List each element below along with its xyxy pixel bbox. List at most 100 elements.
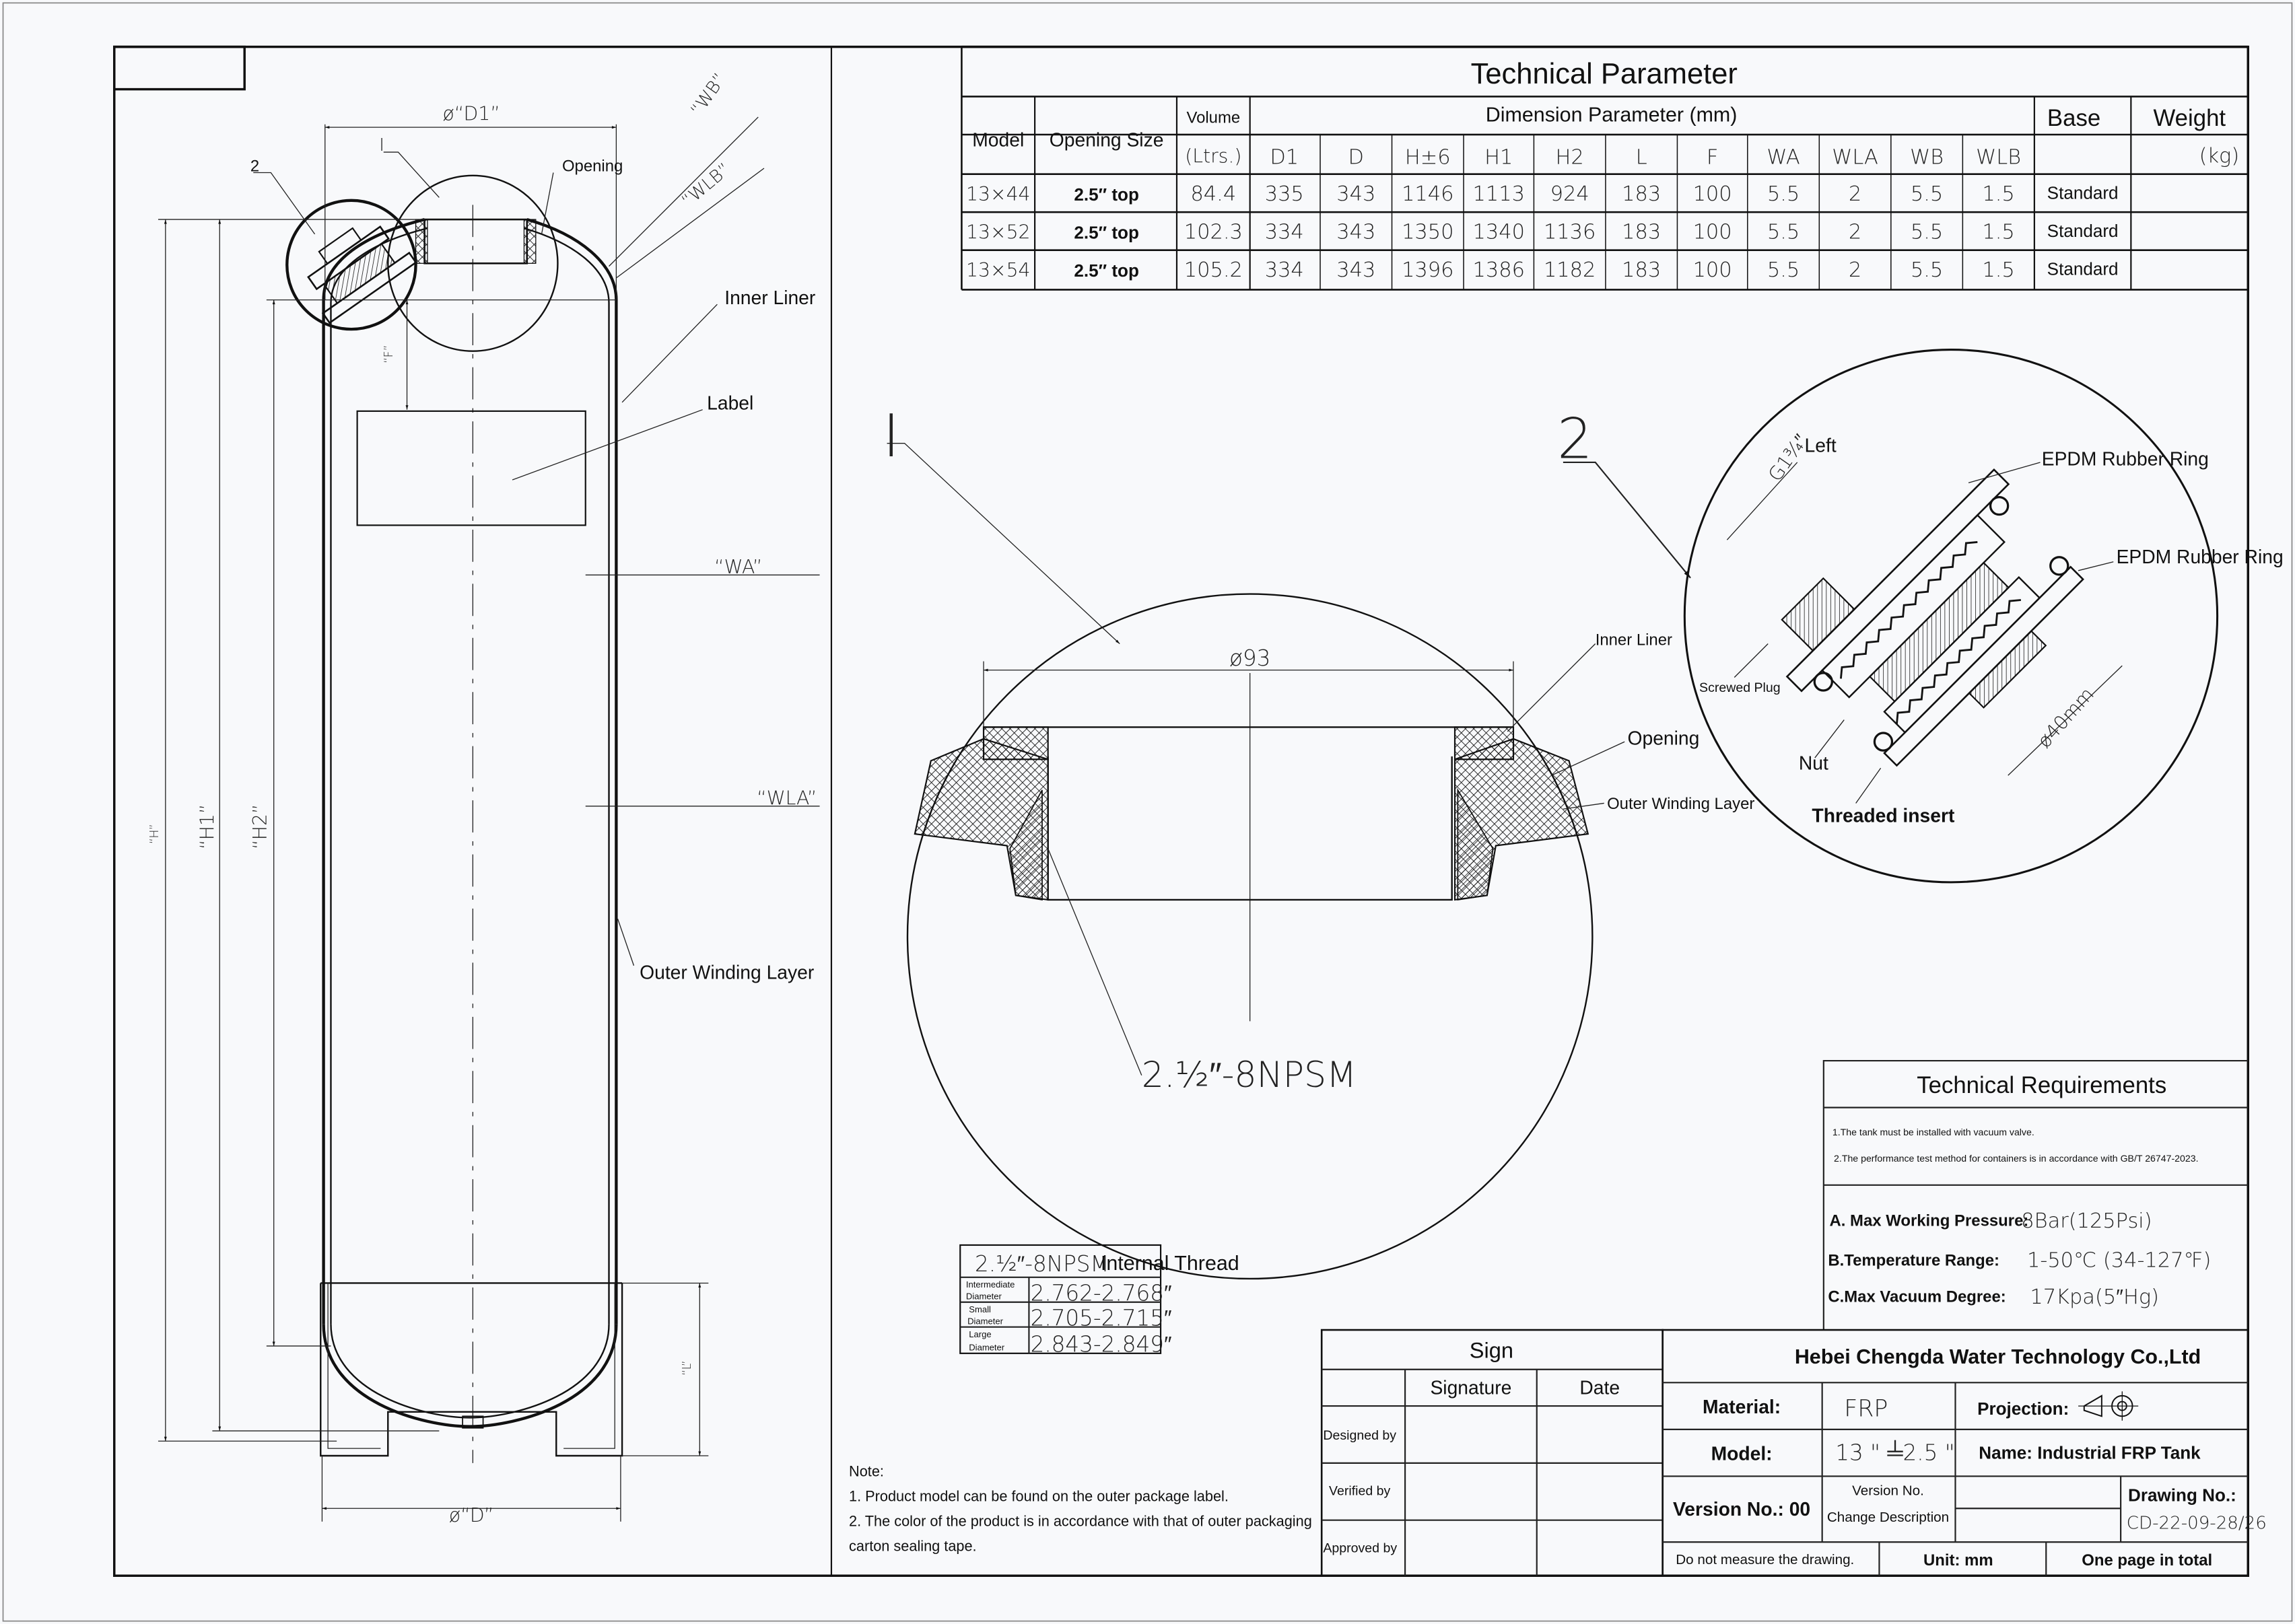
detail-1-bore: ø93	[1229, 645, 1270, 671]
detail-2-epdm-2: EPDM Rubber Ring	[2117, 546, 2284, 567]
change-description-label: Change Description	[1827, 1510, 1949, 1525]
header-weight: Weight	[2154, 106, 2226, 131]
dim-d: ø“D”	[449, 1504, 494, 1526]
header-dim-wlb: WLB	[1976, 145, 2021, 169]
tech-req-c-value: 17Kpa(5″Hg)	[2030, 1285, 2159, 1309]
detail-2-nut: Nut	[1799, 752, 1828, 773]
header-dim-d1: D1	[1270, 145, 1299, 169]
cell-model: 13×52	[966, 221, 1031, 243]
cell-dim: 1.5	[1982, 258, 2014, 282]
sign-designed-by: Designed by	[1323, 1428, 1396, 1443]
header-opening-size: Opening Size	[1050, 129, 1164, 150]
thread-row-label: Large	[969, 1329, 991, 1339]
notes-line: carton sealing tape.	[849, 1537, 977, 1554]
header-dim-wb: WB	[1910, 145, 1944, 169]
tank-label-area	[356, 410, 586, 526]
notes-line: 1. Product model can be found on the out…	[849, 1487, 1229, 1504]
detail-2-epdm-1: EPDM Rubber Ring	[2042, 448, 2209, 469]
label-inner-liner: Inner Liner	[724, 287, 815, 308]
thread-title: 2.½″-8NPSM	[975, 1251, 1109, 1277]
unit-label: Unit: mm	[1923, 1551, 1993, 1569]
tank-neck	[423, 218, 528, 264]
cell-dim: 334	[1265, 220, 1304, 244]
sign-verified-by: Verified by	[1329, 1484, 1390, 1499]
dim-d1: ø“D1”	[442, 102, 500, 125]
cell-dim: 5.5	[1911, 182, 1943, 206]
cell-dim: 1113	[1473, 182, 1525, 206]
version-label: Version No.: 00	[1673, 1498, 1810, 1520]
label-label: Label	[707, 392, 753, 414]
header-dim-h1: H1	[1484, 145, 1513, 169]
cell-dim: 1182	[1544, 258, 1596, 282]
company-name: Hebei Chengda Water Technology Co.,Ltd	[1795, 1345, 2201, 1368]
header-base: Base	[2047, 106, 2100, 131]
model-value: 13 " ╧2.5 "	[1835, 1440, 1954, 1466]
cell-dim: 183	[1622, 182, 1661, 206]
detail-1-circle	[906, 593, 1594, 1280]
cell-dim: 183	[1622, 220, 1661, 244]
cell-dim: 334	[1265, 258, 1304, 282]
detail-2-left: Left	[1805, 435, 1837, 456]
projection-symbol-icon	[2078, 1391, 2139, 1421]
cell-dim: 5.5	[1767, 220, 1800, 244]
cell-volume: 84.4	[1190, 182, 1236, 206]
dim-wla: “WLA”	[757, 787, 817, 810]
sign-signature-header: Signature	[1430, 1377, 1511, 1399]
detail-2-threaded-insert: Threaded insert	[1812, 805, 1955, 826]
tech-req-a-label: A. Max Working Pressure:	[1830, 1212, 2029, 1230]
detail-1-view	[887, 443, 1625, 1280]
cell-dim: 2	[1849, 182, 1861, 206]
tech-req-b-value: 1-50℃ (34-127℉)	[2027, 1249, 2211, 1273]
sign-title: Sign	[1470, 1337, 1513, 1362]
marker-1: I	[379, 135, 384, 155]
dim-wb: “WB”	[687, 69, 730, 119]
thread-row-label: Diameter	[969, 1342, 1005, 1352]
cell-dim: 2	[1849, 220, 1861, 244]
product-name: Name: Industrial FRP Tank	[1979, 1442, 2201, 1462]
cell-base: Standard	[2047, 183, 2119, 203]
cell-dim: 2	[1849, 258, 1861, 282]
thread-row-label: Small	[969, 1304, 991, 1314]
cell-volume: 102.3	[1184, 220, 1243, 244]
cell-dim: 5.5	[1911, 258, 1943, 282]
projection-label: Projection:	[1977, 1399, 2069, 1419]
tech-req-title: Technical Requirements	[1917, 1073, 2166, 1098]
table-title: Technical Parameter	[1471, 58, 1738, 90]
dim-wa: “WA”	[714, 556, 763, 578]
material-value: FRP	[1844, 1395, 1888, 1422]
tank-front-view	[158, 116, 820, 1522]
cell-dim: 343	[1336, 182, 1375, 206]
cell-opening: 2.5″ top	[1074, 260, 1139, 281]
header-dim-wla: WLA	[1832, 145, 1878, 169]
material-label: Material:	[1703, 1396, 1781, 1417]
header-model: Model	[972, 129, 1024, 150]
cell-volume: 105.2	[1184, 258, 1243, 282]
drawing-no-value: CD-22-09-28/26	[2127, 1514, 2267, 1534]
cell-base: Standard	[2047, 221, 2119, 241]
notes-title: Note:	[849, 1462, 884, 1479]
detail-2-callout-circle	[285, 199, 417, 331]
page-count: One page in total	[2082, 1551, 2212, 1569]
cell-dim: 924	[1550, 182, 1589, 206]
technical-requirements: Technical Requirements 1.The tank must b…	[1822, 1059, 2249, 1331]
tank-bottom-dome	[322, 1324, 618, 1428]
dim-wlb: “WLB”	[678, 160, 734, 211]
detail-1-inner-liner: Inner Liner	[1596, 631, 1672, 649]
tech-req-note: 2.The performance test method for contai…	[1834, 1153, 2199, 1164]
thread-row-label: Diameter	[967, 1316, 1004, 1326]
thread-row-label: Diameter	[966, 1291, 1002, 1301]
detail-1-callout-circle	[387, 174, 559, 352]
header-dim-l: L	[1636, 145, 1647, 169]
header-volume: Volume	[1186, 109, 1240, 127]
cell-model: 13×44	[966, 183, 1031, 205]
tank-outer-wall	[322, 217, 618, 1325]
thread-title-suffix: Internal Thread	[1101, 1252, 1239, 1275]
thread-row-label: Intermediate	[966, 1279, 1015, 1290]
cell-dim: 183	[1622, 258, 1661, 282]
dim-l: “L”	[681, 1360, 694, 1376]
cell-dim: 5.5	[1911, 220, 1943, 244]
sign-table: Sign Signature Date Designed by Verified…	[1320, 1329, 1664, 1577]
